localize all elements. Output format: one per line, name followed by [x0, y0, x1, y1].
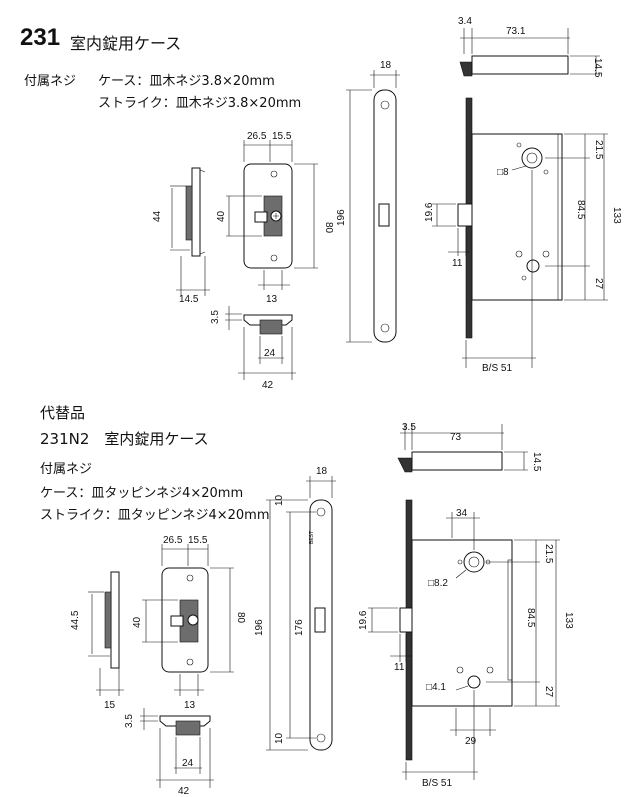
dim-27: 27: [593, 278, 604, 290]
strike-width-1-dim: 26.5: [247, 131, 267, 142]
model-name: 室内錠用ケース: [70, 34, 182, 53]
alt-bolt-height-dim: 14.5: [531, 452, 542, 472]
alt-strike-screw-text: ストライク：皿タッピンネジ4×20mm: [40, 508, 270, 523]
latch-11-dim: 11: [452, 258, 463, 269]
faceplate-height-dim: 196: [336, 209, 347, 226]
alt-hub-offset-dim: 34: [456, 508, 468, 519]
backset-dim: B/S 51: [482, 363, 512, 374]
lock-case-view: [432, 97, 608, 368]
alt-spindle-square-label: □8.2: [428, 578, 448, 589]
strike-inner-dim: 24: [264, 348, 276, 359]
faceplate-view: [346, 70, 400, 343]
alt-faceplate-inner-dim: 176: [294, 619, 305, 636]
alt-strike-total-dim: 42: [178, 786, 190, 797]
strike-side-view: [225, 306, 296, 380]
dim-21-5: 21.5: [593, 140, 604, 160]
alt-dim-84-5: 84.5: [525, 608, 536, 628]
alt-latch-height-dim: 44.5: [70, 610, 81, 630]
alt-lock-case-view: [368, 499, 560, 780]
alt-case-screw-text: ケース：皿タッピンネジ4×20mm: [40, 486, 244, 501]
alt-strike-front-view: [142, 544, 234, 696]
bolt-length-dim: 73.1: [506, 26, 526, 37]
alternate-model: 231N2 室内錠用ケース: [40, 430, 209, 448]
strike-lip-dim: 3.5: [210, 310, 221, 324]
brand-mark: BEST: [309, 531, 315, 544]
alt-strike-lip-dim: 3.5: [124, 714, 135, 728]
strike-screw-text: ストライク：皿木ネジ3.8×20mm: [98, 96, 302, 111]
alt-strike-width-2-dim: 15.5: [188, 535, 208, 546]
latch-19-6-dim: 19.6: [424, 202, 435, 222]
latch-depth-dim: 14.5: [179, 294, 199, 305]
alt-latch-19-6-dim: 19.6: [358, 610, 369, 630]
alt-strike-side-view: [140, 708, 214, 788]
model-number: 231: [20, 24, 61, 51]
bolt-height-dim: 14.5: [592, 58, 603, 78]
alt-faceplate-width-dim: 18: [316, 466, 328, 477]
alt-bolt-offset-dim: 3.5: [402, 422, 416, 433]
alt-dim-27: 27: [543, 686, 554, 698]
alt-strike-width-1-dim: 26.5: [163, 535, 183, 546]
dim-133: 133: [611, 207, 622, 224]
alt-latch-depth-dim: 15: [104, 700, 116, 711]
alt-strike-80-dim: 80: [235, 612, 246, 624]
alt-backset-dim: B/S 51: [422, 778, 452, 789]
strike-total-dim: 42: [262, 380, 274, 391]
latch-side-view: [170, 167, 210, 296]
strike-front-view: [226, 140, 318, 290]
bolt-offset-dim: 3.4: [458, 16, 472, 27]
alt-strike-40-dim: 40: [132, 616, 143, 628]
strike-width-2-dim: 15.5: [272, 131, 292, 142]
spindle-square-label: □8: [497, 167, 509, 178]
case-screw-text: ケース：皿木ネジ3.8×20mm: [98, 74, 275, 89]
accessories-label: 付属ネジ: [24, 74, 77, 89]
alt-bolt-top-view: [397, 424, 528, 473]
alt-latch-side-view: [88, 571, 124, 696]
alt-bottom-29-dim: 29: [465, 736, 477, 747]
alt-bolt-length-dim: 73: [450, 432, 462, 443]
bolt-top-view: [459, 28, 600, 77]
strike-80-dim: 80: [323, 222, 334, 234]
alternate-heading: 代替品: [40, 404, 86, 422]
alt-face-bottom-dim: 10: [274, 732, 285, 744]
alt-strike-bottom-dim: 13: [184, 700, 196, 711]
alt-dim-21-5: 21.5: [543, 544, 554, 564]
alt-latch-11-dim: 11: [394, 662, 405, 673]
alt-accessories-label: 付属ネジ: [40, 462, 93, 477]
alt-strike-inner-dim: 24: [182, 758, 194, 769]
faceplate-width-dim: 18: [380, 60, 392, 71]
alt-faceplate-view: [266, 476, 336, 751]
alt-faceplate-height-dim: 196: [254, 619, 265, 636]
dim-84-5: 84.5: [575, 200, 586, 220]
alt-dim-133: 133: [563, 612, 574, 629]
strike-40-dim: 40: [216, 210, 227, 222]
alt-small-square-label: □4.1: [426, 682, 446, 693]
strike-bottom-dim: 13: [266, 294, 278, 305]
alt-face-top-dim: 10: [274, 494, 285, 506]
latch-height-dim: 44: [152, 210, 163, 222]
